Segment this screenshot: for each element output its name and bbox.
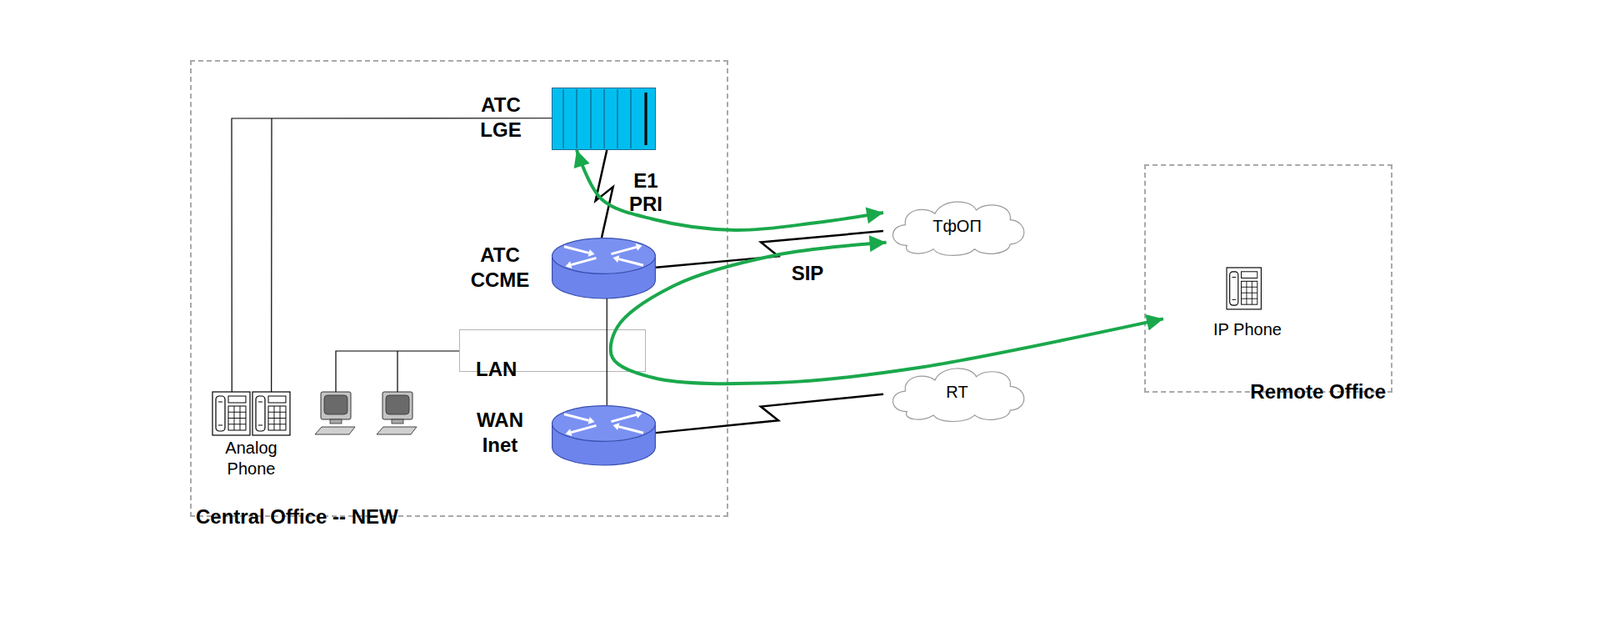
network-cloud: ТфОП <box>883 194 1031 258</box>
node-label: RT <box>883 381 1031 403</box>
node-label: ATC LGE <box>467 92 535 143</box>
router-arrow-shaft <box>618 259 644 266</box>
ip-phone-icon <box>1226 267 1261 310</box>
router-arrow-shaft <box>611 414 637 421</box>
router-arrow-shaft <box>564 246 590 254</box>
link-label: SIP <box>782 261 833 285</box>
router-arrow-shaft <box>570 425 596 432</box>
lan-segment: LAN <box>459 329 646 372</box>
router-arrow-head <box>588 249 595 257</box>
pbx-rack: ATC LGE <box>551 87 656 150</box>
router-arrow-shaft <box>564 414 590 421</box>
wire-link <box>606 298 608 405</box>
node-label: LAN <box>475 356 535 382</box>
phone-group: Analog Phone <box>212 391 290 482</box>
call-path-arrow <box>610 242 1164 384</box>
lan-wire <box>335 350 460 392</box>
node-label: IP Phone <box>1163 319 1332 340</box>
phone-group: IP Phone <box>1163 267 1332 342</box>
router-arrow-head <box>588 416 595 425</box>
router-node: WAN Inet <box>551 405 656 465</box>
trunk-link <box>655 394 884 433</box>
network-cloud: RT <box>883 360 1031 424</box>
router-arrows <box>564 410 644 436</box>
router-arrow-head <box>613 422 620 430</box>
computer-icon <box>376 391 417 435</box>
router-arrow-shaft <box>618 426 644 434</box>
router-symbol <box>551 237 656 299</box>
node-label: Central Office -- NEW <box>195 504 471 530</box>
office-zone: Central Office -- NEWATC LGEATC CCMELANW… <box>190 60 729 517</box>
router-arrow-head <box>613 255 620 263</box>
router-arrow-shaft <box>611 246 637 254</box>
router-arrow-head <box>565 428 573 436</box>
rack-slots <box>563 89 631 149</box>
router-top <box>552 405 656 442</box>
node-label: WAN Inet <box>466 407 534 458</box>
analog-phone-icon <box>212 391 250 435</box>
office-zone: Remote OfficeIP Phone <box>1144 164 1393 393</box>
analog-phone-icon <box>252 391 290 435</box>
node-label: ТфОП <box>883 215 1031 237</box>
router-node: ATC CCME <box>551 237 656 299</box>
router-arrow-shaft <box>570 257 596 265</box>
router-arrow-head <box>635 410 643 419</box>
router-symbol <box>551 405 656 465</box>
router-arrow-head <box>635 243 643 251</box>
router-arrows <box>564 243 644 269</box>
router-arrow-head <box>565 260 573 269</box>
wire-link <box>231 118 552 392</box>
rack-bar <box>644 92 647 145</box>
node-label: ATC CCME <box>466 242 534 293</box>
trunk-link <box>595 150 614 238</box>
computer-icon <box>315 391 355 435</box>
node-label: Remote Office <box>1144 379 1386 405</box>
call-path-arrow <box>576 150 884 230</box>
router-top <box>552 238 656 275</box>
link-label: E1 PRI <box>622 169 670 216</box>
node-label: Analog Phone <box>218 437 285 480</box>
trunk-link <box>655 230 884 268</box>
